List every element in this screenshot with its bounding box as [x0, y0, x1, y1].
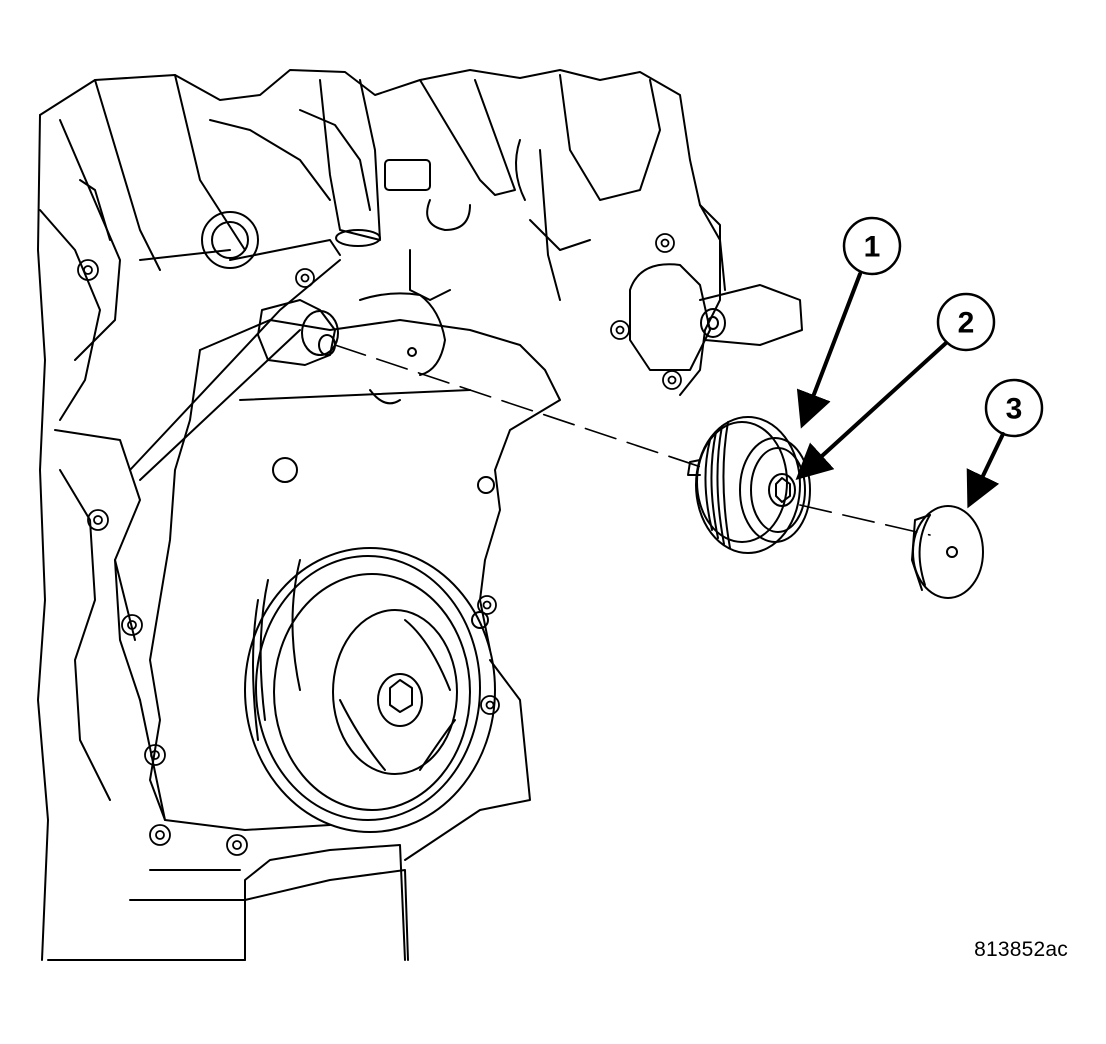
callout-3-label: 3 — [1006, 393, 1023, 426]
pulley-bolt — [768, 473, 796, 507]
callout-2-circle — [936, 292, 996, 352]
alignment-line — [334, 344, 711, 471]
callout-3-arrow — [966, 432, 1005, 509]
dust-cap — [911, 505, 984, 599]
coolant-hoses — [201, 74, 661, 301]
timing-cover — [149, 319, 561, 821]
alignment-line-2 — [799, 504, 931, 536]
callout-1-circle — [842, 216, 902, 276]
callout-circles — [842, 216, 1044, 438]
oil-pan — [129, 844, 406, 961]
leader-arrows — [795, 272, 1005, 509]
figure-id: 813852ac — [974, 938, 1068, 961]
idler-mount-stud — [257, 292, 446, 376]
thermostat-housing — [629, 204, 803, 371]
callout-1-arrow — [796, 272, 862, 429]
callout-2-arrow — [795, 341, 948, 481]
engine-block — [37, 69, 721, 961]
idler-pulley — [687, 416, 811, 554]
crankshaft-pulley — [244, 547, 496, 833]
callout-1-label: 1 — [864, 231, 881, 264]
callout-3-circle — [984, 378, 1044, 438]
callout-2-label: 2 — [958, 307, 975, 340]
